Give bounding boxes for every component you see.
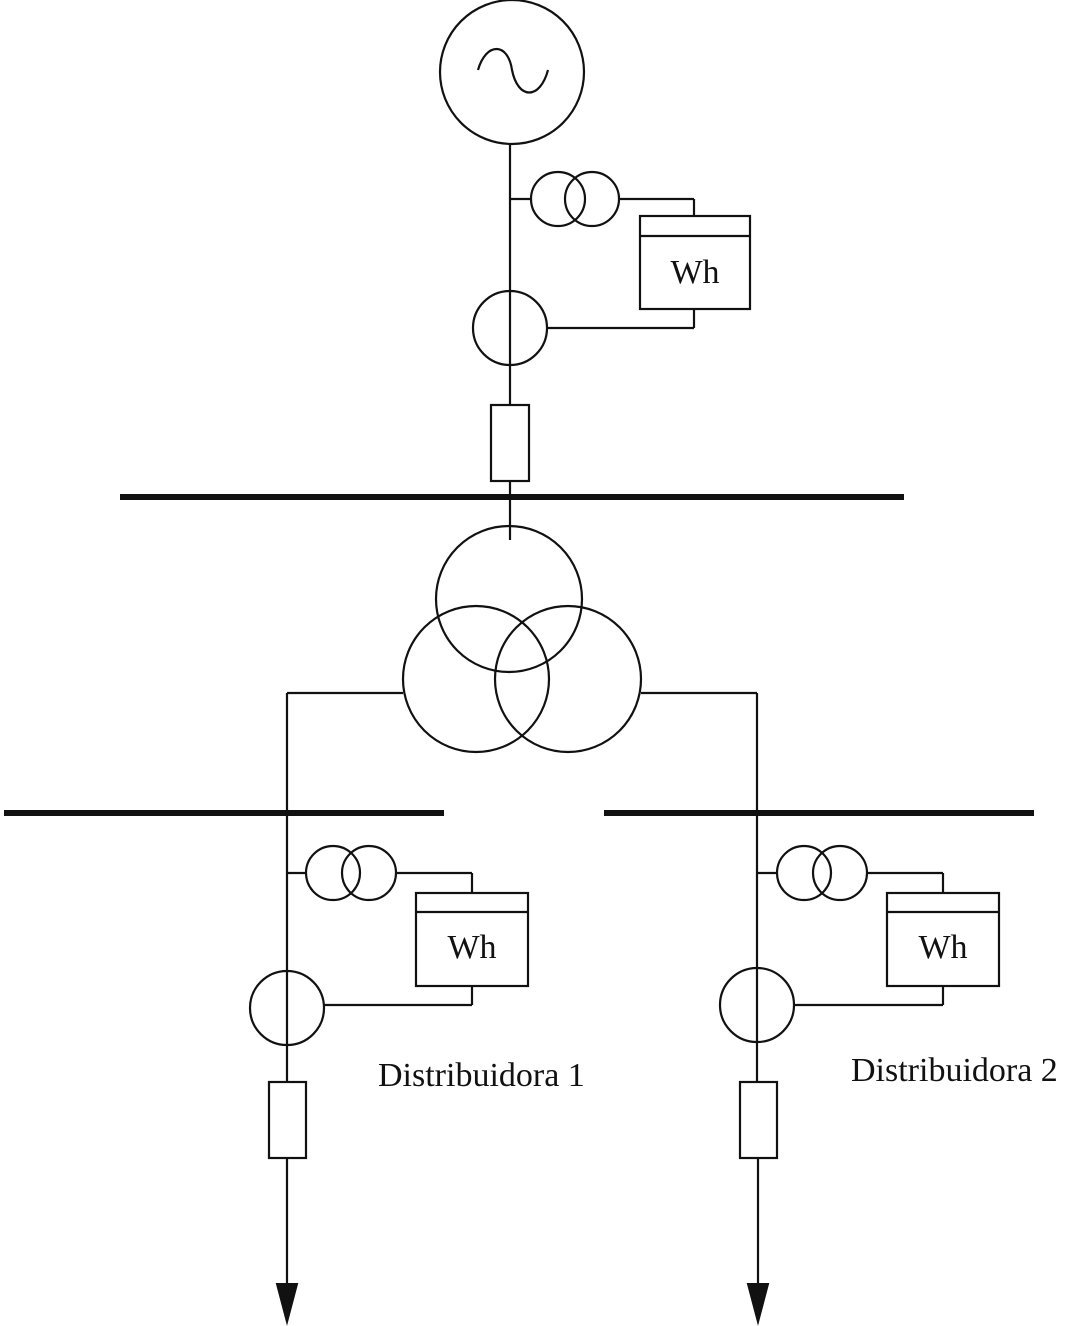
generator-ac-icon (476, 48, 550, 94)
energy-meter: Wh (638, 214, 752, 311)
left-metering: Wh (248, 844, 530, 1047)
load-arrow-icon (746, 1283, 770, 1326)
circuit-breaker (489, 403, 531, 483)
meter-label: Wh (447, 929, 496, 966)
energy-meter: Wh (885, 891, 1001, 988)
feeder-label: Distribuidora 2 (851, 1052, 1058, 1089)
potential-transformer-icon (304, 844, 398, 902)
three-winding-transformer-icon (401, 524, 643, 754)
meter-label: Wh (670, 254, 719, 291)
right-metering: Wh (718, 844, 1001, 1044)
energy-meter: Wh (414, 891, 530, 988)
top-metering: Wh (471, 170, 752, 367)
current-transformer-icon (248, 969, 326, 1047)
circuit-breaker (738, 1080, 779, 1160)
potential-transformer-icon (529, 170, 621, 228)
potential-transformer-icon (775, 844, 869, 902)
circuit-breaker (267, 1080, 308, 1160)
feeder-label: Distribuidora 1 (378, 1057, 585, 1094)
generator (438, 0, 586, 146)
meter-label: Wh (918, 929, 967, 966)
load-arrow-icon (275, 1283, 299, 1326)
